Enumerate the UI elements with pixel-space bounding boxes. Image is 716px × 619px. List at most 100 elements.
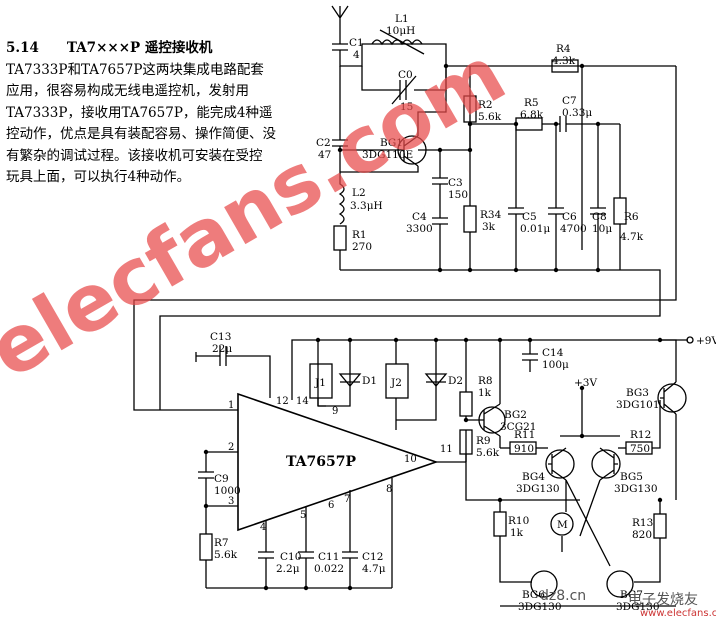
label-bg2: BG2 [504, 409, 527, 421]
label-r12: R12 [630, 429, 651, 441]
pin-9: 9 [332, 406, 338, 417]
label-r7: R7 [214, 537, 229, 549]
value-c14: 100μ [542, 359, 569, 371]
pin-3: 3 [228, 496, 234, 507]
value-c8: 10μ [592, 223, 612, 235]
label-c6: C6 [562, 211, 577, 223]
label-r34: R34 [480, 209, 502, 221]
watermark-bottom: dz8.cn [540, 588, 586, 604]
resistor-r8 [459, 391, 473, 417]
value-bg1: 3DG110E [362, 149, 413, 161]
label-r1: R1 [352, 229, 367, 241]
label-c13: C13 [210, 331, 231, 343]
pin-6: 6 [328, 500, 334, 511]
label-r2: R2 [478, 99, 493, 111]
label-r6: R6 [624, 211, 639, 223]
value-r11: 910 [514, 443, 534, 455]
label-bg6: BG6 [522, 589, 545, 601]
resistor-r13 [653, 513, 667, 539]
value-c2a: 47 [318, 149, 331, 161]
capacitor-c14 [522, 353, 538, 361]
value-c12: 4.7μ [362, 563, 386, 575]
value-r13: 820 [632, 529, 652, 541]
label-bg7: BG7 [620, 589, 643, 601]
label-r13: R13 [632, 517, 653, 529]
watermark-cn: 电子发烧友 [628, 592, 698, 608]
value-c9: 1000 [214, 485, 241, 497]
label-r10: R10 [508, 515, 529, 527]
body-line: TA7333P和TA7657P这两块集成电路配套 [6, 61, 264, 78]
article-title: TA7×××P 遥控接收机 [66, 40, 213, 56]
pin-5: 5 [300, 510, 306, 521]
pin-4: 4 [260, 522, 266, 533]
value-c10: 2.2μ [276, 563, 300, 575]
article-text: 5.14 TA7×××P 遥控接收机 TA7333P和TA7657P这两块集成电路… [6, 38, 306, 189]
pin-11: 11 [440, 444, 453, 455]
label-motor: M [557, 519, 568, 531]
transistor-bg3 [657, 383, 687, 413]
transistor-bg4 [545, 449, 575, 479]
value-bg6: 3DG130 [518, 601, 562, 613]
label-c10: C10 [280, 551, 301, 563]
value-r10: 1k [510, 527, 524, 539]
value-l1: 10μH [386, 25, 415, 37]
value-l2: 3.3μH [350, 200, 383, 212]
label-c12: C12 [362, 551, 383, 563]
resistor-r7 [199, 533, 213, 561]
value-c13: 22μ [212, 343, 232, 355]
value-c5: 0.01μ [520, 223, 550, 235]
label-l2: L2 [352, 187, 366, 199]
pin-1: 1 [228, 400, 234, 411]
label-j2: J2 [390, 377, 402, 389]
value-r5: 6.8k [520, 109, 544, 121]
label-c0: C0 [398, 69, 413, 81]
body-line: TA7333P，接收用TA7657P，能完成4种遥 [6, 104, 273, 121]
label-r11: R11 [514, 429, 535, 441]
value-c1: 4 [353, 49, 360, 61]
pin-14: 14 [296, 396, 309, 407]
label-c3: C3 [448, 177, 463, 189]
label-j1: J1 [314, 377, 326, 389]
value-r6: 4.7k [620, 231, 644, 243]
transistor-bg6 [530, 570, 558, 598]
value-r7: 5.6k [214, 549, 238, 561]
capacitor-c4 [432, 217, 448, 225]
section-number: 5.14 [6, 40, 39, 56]
transistor-bg7 [606, 570, 634, 598]
resistor-r4 [551, 59, 579, 73]
label-bg5: BG5 [620, 471, 643, 483]
antenna-icon [331, 5, 349, 34]
label-r8: R8 [478, 375, 493, 387]
value-r1: 270 [352, 241, 372, 253]
resistor-r10 [493, 511, 507, 537]
ic-name: TA7657P [286, 454, 356, 470]
terminal-plus9v [686, 336, 694, 344]
label-plus9v: +9V [696, 335, 716, 347]
label-r5: R5 [524, 97, 539, 109]
diode-d2 [424, 373, 448, 388]
value-r4: 4.3k [552, 55, 576, 67]
capacitor-c1 [332, 43, 348, 51]
label-c11: C11 [318, 551, 339, 563]
label-r9: R9 [476, 435, 491, 447]
transistor-bg5 [591, 449, 621, 479]
label-bg1: BG1 [380, 137, 403, 149]
label-c14: C14 [542, 347, 564, 359]
body-line: 控动作，优点是具有装配容易、操作简便、没 [6, 126, 276, 142]
article-heading: 5.14 TA7×××P 遥控接收机 [6, 38, 306, 60]
relay-j2 [385, 363, 409, 399]
value-bg2: 3CG21 [500, 421, 536, 433]
label-c8: C8 [592, 211, 607, 223]
resistor-r1 [333, 225, 347, 251]
capacitor-c10 [258, 551, 274, 559]
value-r2: 5.6k [478, 111, 502, 123]
label-bg4: BG4 [522, 471, 545, 483]
pin-2: 2 [228, 442, 234, 453]
value-c6: 4700 [560, 223, 587, 235]
label-l1: L1 [395, 13, 409, 25]
motor-icon [550, 512, 574, 536]
value-r12: 750 [630, 443, 650, 455]
relay-j1 [309, 363, 333, 399]
